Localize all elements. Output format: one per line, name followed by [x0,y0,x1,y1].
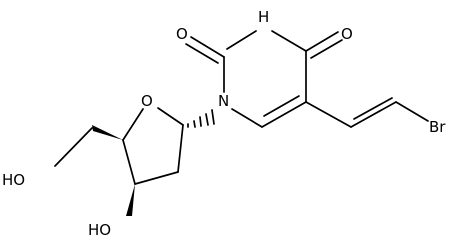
bond-c5-c6 [261,101,307,128]
atom-o-top-right: O [341,25,353,43]
bond-c2-o-double [185,43,219,64]
bond-c4-o-double [310,39,343,59]
bond-vinyl-double-inner [353,97,393,120]
bond-c2-c1 [177,124,184,173]
bold-wedge-c3-oh [126,184,135,216]
bond-vinyl-double [350,101,397,128]
bond-c1-o [157,107,184,126]
hashed-wedge-c1-n1 [187,109,215,128]
atom-o-top-left: O [176,25,188,43]
bond-c3-c2 [134,171,179,185]
bond-n3-c4 [271,30,307,52]
bond-c4-c3 [122,139,136,185]
bold-wedge-c4-c5 [92,125,123,140]
atom-ho-bottom: HO [88,221,111,239]
atom-n1: N [218,92,229,110]
bond-c5-oh [54,127,93,167]
bond-c6-n1 [231,108,263,128]
bond-vinyl-br [395,101,429,122]
atom-ring-o: O [141,92,153,110]
bond-c5-vinyl [305,101,352,128]
atom-nh-h: H [258,8,269,26]
bond-c2-o [190,36,225,58]
bond-c2-n3 [226,30,257,50]
bond-o-c4 [122,108,144,141]
atom-ho-left: HO [2,171,25,189]
bond-c5-c6-double [263,95,300,117]
bond-c4-o [305,31,339,52]
atom-br: Br [429,118,446,136]
